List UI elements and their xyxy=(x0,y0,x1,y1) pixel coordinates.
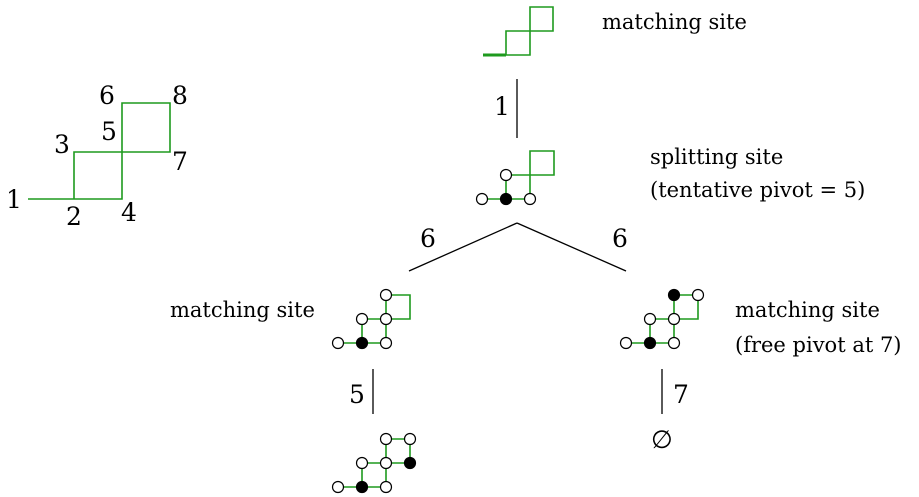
vacant-site xyxy=(643,312,657,326)
vacant-site xyxy=(355,456,369,470)
vacant-site xyxy=(379,432,393,446)
right-node-label-line1: matching site xyxy=(735,298,880,322)
vacant-site xyxy=(379,456,393,470)
vacant-site xyxy=(379,288,393,302)
vacant-site xyxy=(691,288,705,302)
walk-label-2: 2 xyxy=(66,202,82,231)
vacant-site xyxy=(379,336,393,350)
walk-label-7: 7 xyxy=(172,147,188,176)
vacant-site xyxy=(523,192,537,206)
right-node-walk xyxy=(626,294,699,344)
empty-set-terminal: ∅ xyxy=(651,425,673,454)
vacant-site xyxy=(355,312,369,326)
occupied-site xyxy=(643,336,657,350)
left-node-walk xyxy=(338,294,411,344)
edge-mid-to-left-label: 6 xyxy=(420,224,436,253)
occupied-site xyxy=(499,192,513,206)
right-node: matching site (free pivot at 7) xyxy=(619,288,902,357)
left-node-label: matching site xyxy=(170,298,315,322)
vacant-site xyxy=(667,336,681,350)
right-node-label-line2: (free pivot at 7) xyxy=(735,333,902,357)
vacant-site xyxy=(331,480,345,494)
vacant-site xyxy=(403,432,417,446)
top-node-walk xyxy=(483,6,554,56)
vacant-site xyxy=(667,312,681,326)
mid-node-label-line1: splitting site xyxy=(650,145,783,169)
bottom-node-walk xyxy=(338,438,411,488)
edge-left-to-bottom-label: 5 xyxy=(349,380,365,409)
bottom-node xyxy=(331,432,417,494)
reference-walk-path xyxy=(28,102,171,200)
edge-mid-to-right xyxy=(516,222,627,272)
walk-label-3: 3 xyxy=(54,130,70,159)
walk-label-4: 4 xyxy=(121,198,137,227)
walk-label-5: 5 xyxy=(101,117,117,146)
mid-node-label-line2: (tentative pivot = 5) xyxy=(650,178,865,202)
vacant-site xyxy=(475,192,489,206)
walk-label-1: 1 xyxy=(6,185,22,214)
edge-mid-to-left xyxy=(408,222,518,272)
reference-walk: 1 2 3 4 5 6 7 8 xyxy=(6,81,188,231)
mid-node-walk xyxy=(482,150,555,200)
edge-mid-to-right-label: 6 xyxy=(612,224,628,253)
occupied-site xyxy=(355,480,369,494)
mid-node: splitting site (tentative pivot = 5) xyxy=(475,145,865,206)
vacant-site xyxy=(379,312,393,326)
walk-label-6: 6 xyxy=(99,81,115,110)
walk-label-8: 8 xyxy=(172,81,188,110)
top-node: matching site xyxy=(483,6,747,57)
top-node-label: matching site xyxy=(602,10,747,34)
left-node: matching site xyxy=(170,288,411,350)
occupied-site xyxy=(355,336,369,350)
edge-right-to-empty-label: 7 xyxy=(673,380,689,409)
occupied-site xyxy=(667,288,681,302)
vacant-site xyxy=(379,480,393,494)
occupied-site xyxy=(403,456,417,470)
vacant-site xyxy=(499,168,513,182)
edge-top-to-mid-label: 1 xyxy=(494,92,510,121)
vacant-site xyxy=(619,336,633,350)
vacant-site xyxy=(331,336,345,350)
